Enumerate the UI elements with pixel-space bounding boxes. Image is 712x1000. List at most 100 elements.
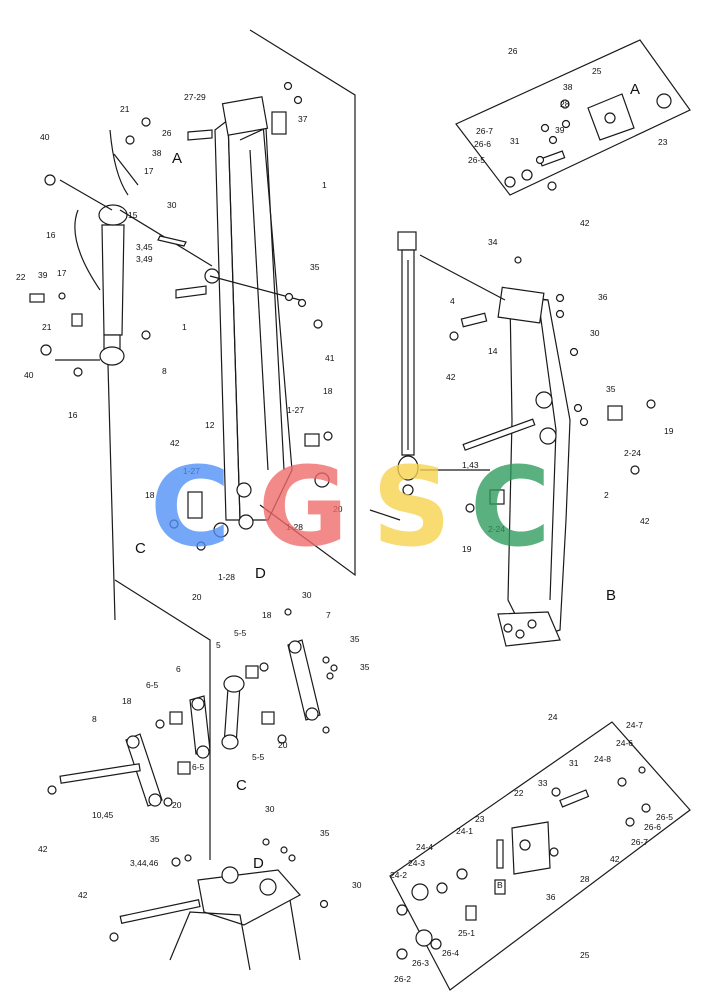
part-number-label: 21 <box>120 104 130 114</box>
part-number-label: 24-1 <box>456 826 473 836</box>
bucket-linkage <box>59 364 321 860</box>
part-number-label: 35 <box>310 262 320 272</box>
part-number-label: 42 <box>38 844 48 854</box>
watermark-letter: G <box>258 443 348 571</box>
watermark-letter: S <box>372 443 451 571</box>
part-number-label: 23 <box>475 814 485 824</box>
callout-c-boom: C <box>135 540 146 557</box>
part-number-label: 17 <box>57 268 67 278</box>
part-number-label: 21 <box>42 322 52 332</box>
part-number-label: 27-29 <box>184 92 206 102</box>
part-number-label: 23 <box>658 137 668 147</box>
part-number-label: 1,43 <box>462 460 479 470</box>
part-number-label: 26-7 <box>631 837 648 847</box>
part-number-label: 18 <box>323 386 333 396</box>
callout-d-bracket: D <box>253 855 264 872</box>
callout-d-boom: D <box>255 565 266 582</box>
part-number-label: 2-24 <box>624 448 641 458</box>
part-number-label: 26-3 <box>412 958 429 968</box>
part-number-label: 39 <box>555 125 565 135</box>
part-number-label: 3,49 <box>136 254 153 264</box>
part-number-label: 24 <box>548 712 558 722</box>
part-number-label: 36 <box>546 892 556 902</box>
part-number-label: 18 <box>122 696 132 706</box>
part-number-label: 31 <box>569 758 579 768</box>
part-number-label: 24-2 <box>390 870 407 880</box>
part-number-label: 30 <box>590 328 600 338</box>
arm-assembly <box>419 254 571 647</box>
part-number-label: 8 <box>92 714 97 724</box>
part-number-label: 19 <box>462 544 472 554</box>
part-number-label: 22 <box>16 272 26 282</box>
part-number-label: 35 <box>606 384 616 394</box>
part-number-label: 16 <box>68 410 78 420</box>
detail-a <box>455 39 691 196</box>
part-number-label: 30 <box>352 880 362 890</box>
part-number-label: 26-6 <box>644 822 661 832</box>
part-number-label: 42 <box>170 438 180 448</box>
part-number-label: 24-6 <box>616 738 633 748</box>
part-number-label: 34 <box>488 237 498 247</box>
part-number-label: 39 <box>38 270 48 280</box>
part-number-label: 20 <box>333 504 343 514</box>
part-number-label: 26-4 <box>442 948 459 958</box>
part-number-label: 42 <box>446 372 456 382</box>
part-number-label: 1 <box>322 180 327 190</box>
part-number-label: 20 <box>192 592 202 602</box>
part-number-label: 33 <box>538 778 548 788</box>
part-number-label: 1-28 <box>286 522 303 532</box>
callout-b-arm: B <box>606 587 616 604</box>
part-number-label: 26-2 <box>394 974 411 984</box>
callout-c-linkage: C <box>236 777 247 794</box>
part-number-label: 35 <box>150 834 160 844</box>
part-number-label: 3,45 <box>136 242 153 252</box>
part-number-label: 28 <box>580 874 590 884</box>
callout-a-boom: A <box>172 150 182 167</box>
part-number-label: 6-5 <box>192 762 205 772</box>
part-number-label: 1-27 <box>287 405 304 415</box>
watermark-letter: C <box>150 443 231 571</box>
part-number-label: 12 <box>205 420 215 430</box>
part-number-label: 2-24 <box>488 524 505 534</box>
part-number-label: 38 <box>152 148 162 158</box>
part-number-label: 6 <box>176 664 181 674</box>
part-number-label: 1 <box>182 322 187 332</box>
part-number-label: 35 <box>360 662 370 672</box>
part-number-label: 36 <box>598 292 608 302</box>
part-number-label: 40 <box>24 370 34 380</box>
part-number-label: 2 <box>604 490 609 500</box>
part-number-label: 24-3 <box>408 858 425 868</box>
part-number-label: 17 <box>144 166 154 176</box>
part-number-label: 24-8 <box>594 754 611 764</box>
part-number-label: 5-5 <box>234 628 247 638</box>
boom-cylinder <box>55 129 213 366</box>
part-number-label: 42 <box>610 854 620 864</box>
part-number-label: 37 <box>298 114 308 124</box>
part-number-label: 18 <box>145 490 155 500</box>
part-number-label: 16 <box>46 230 56 240</box>
part-number-label: 25-1 <box>458 928 475 938</box>
part-number-label: 30 <box>302 590 312 600</box>
part-number-label: 41 <box>325 353 335 363</box>
part-number-label: 26 <box>162 128 172 138</box>
fasteners <box>29 81 656 960</box>
part-number-label: 26-7 <box>476 126 493 136</box>
callout-letters: A A B C C D D <box>135 81 640 872</box>
arm-cylinder <box>369 231 419 521</box>
part-number-label: 20 <box>172 800 182 810</box>
part-number-label: 35 <box>320 828 330 838</box>
part-number-label: 1-27 <box>183 466 200 476</box>
part-number-label: 26-5 <box>468 155 485 165</box>
part-number-label: 26-6 <box>474 139 491 149</box>
part-number-label: 38 <box>563 82 573 92</box>
part-number-label: 8 <box>162 366 167 376</box>
part-number-label: 7 <box>326 610 331 620</box>
part-number-label: 5 <box>216 640 221 650</box>
part-number-label: 4 <box>450 296 455 306</box>
part-number-label: 24-7 <box>626 720 643 730</box>
bucket-bracket <box>119 866 301 971</box>
part-number-label: 30 <box>167 200 177 210</box>
